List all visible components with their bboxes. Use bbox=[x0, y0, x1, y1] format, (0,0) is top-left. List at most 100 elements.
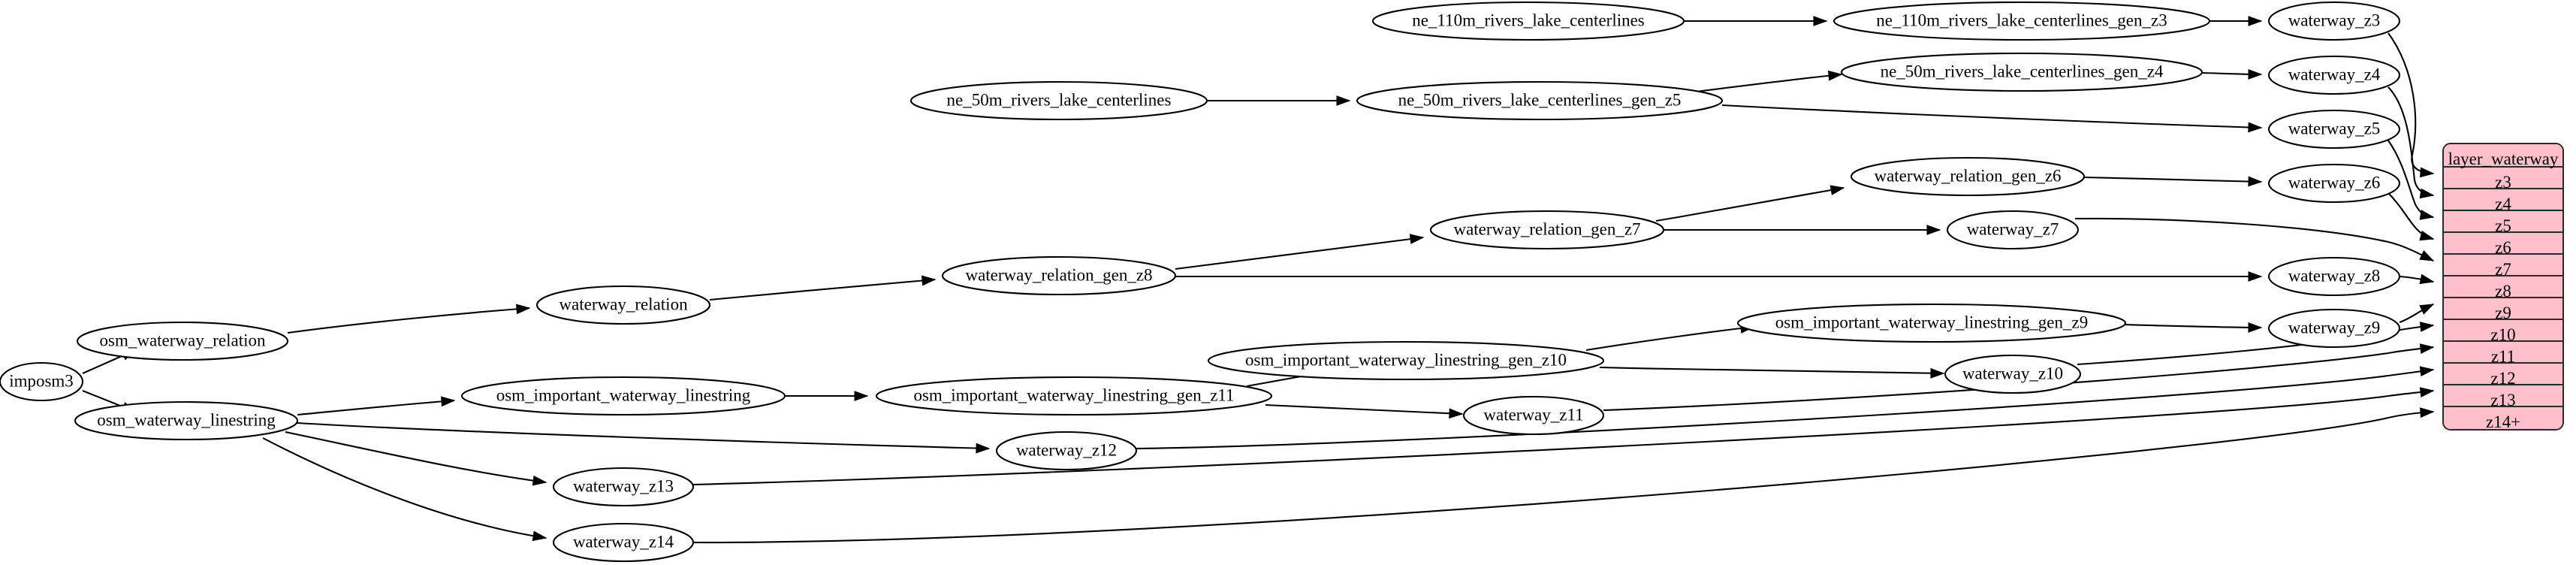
node-label-waterway_z7: waterway_z7 bbox=[1967, 219, 2059, 238]
node-waterway_z3[interactable]: waterway_z3 bbox=[2267, 1, 2401, 41]
legend-row-z13[interactable]: z13 bbox=[2444, 385, 2562, 409]
node-ne_110m_rivers_lake_centerlines[interactable]: ne_110m_rivers_lake_centerlines bbox=[1371, 1, 1685, 41]
legend-row-z11[interactable]: z11 bbox=[2444, 342, 2562, 365]
legend-row-z5[interactable]: z5 bbox=[2444, 211, 2562, 234]
node-label-waterway_z14: waterway_z14 bbox=[573, 532, 674, 551]
node-shape-waterway_z4 bbox=[2267, 55, 2401, 95]
arrowhead-osm_waterway_linestring-to-osm_important_waterway_linestring bbox=[441, 396, 456, 407]
node-ne_50m_rivers_lake_centerlines_gen_z4[interactable]: ne_50m_rivers_lake_centerlines_gen_z4 bbox=[1840, 52, 2203, 92]
node-waterway_z6[interactable]: waterway_z6 bbox=[2267, 163, 2401, 204]
edge-waterway_z14-to-legend_z14 bbox=[692, 410, 2434, 544]
node-shape-waterway_z5 bbox=[2267, 109, 2401, 150]
node-label-waterway_relation_gen_z6: waterway_relation_gen_z6 bbox=[1874, 166, 2061, 185]
node-waterway_z10[interactable]: waterway_z10 bbox=[1944, 354, 2082, 394]
arrowhead-ne_50m_rivers_lake_centerlines_gen_z4-to-waterway_z4 bbox=[2248, 69, 2263, 80]
node-shape-ne_110m_rivers_lake_centerlines bbox=[1371, 1, 1685, 41]
arrowhead-osm_waterway_linestring-to-waterway_z12 bbox=[976, 443, 991, 454]
arrowhead-waterway_relation_gen_z8-to-waterway_z8 bbox=[2248, 271, 2263, 282]
node-label-waterway_z5: waterway_z5 bbox=[2288, 119, 2381, 137]
legend-row-z10[interactable]: z10 bbox=[2444, 320, 2562, 343]
node-shape-osm_waterway_relation bbox=[76, 321, 289, 361]
node-shape-osm_important_waterway_linestring_gen_z10 bbox=[1207, 340, 1605, 381]
arrowhead-waterway_relation_gen_z7-to-waterway_relation_gen_z6 bbox=[1829, 185, 1845, 195]
edge-osm_important_waterway_linestring_gen_z9-to-waterway_z9 bbox=[2123, 323, 2262, 329]
legend-row-z14plus[interactable]: z14+ bbox=[2444, 407, 2562, 429]
node-waterway_z8[interactable]: waterway_z8 bbox=[2267, 256, 2401, 297]
arrowhead-ne_50m_rivers_lake_centerlines-to-ne_50m_rivers_lake_centerlines_gen_z5 bbox=[1336, 95, 1351, 106]
arrowhead-waterway_z11-to-legend_z11 bbox=[2419, 343, 2435, 354]
arrowhead-osm_waterway_relation-to-waterway_relation bbox=[516, 304, 531, 315]
legend-row-z8[interactable]: z8 bbox=[2444, 276, 2562, 300]
node-waterway_z9[interactable]: waterway_z9 bbox=[2267, 308, 2401, 349]
node-label-waterway_z10: waterway_z10 bbox=[1962, 364, 2063, 382]
legend-row-z9[interactable]: z9 bbox=[2444, 298, 2562, 322]
node-osm_waterway_linestring[interactable]: osm_waterway_linestring bbox=[74, 400, 299, 441]
node-label-osm_important_waterway_linestring: osm_important_waterway_linestring bbox=[496, 385, 751, 404]
node-label-waterway_z4: waterway_z4 bbox=[2288, 65, 2381, 83]
node-shape-waterway_z13 bbox=[552, 467, 695, 507]
edge-waterway_relation_gen_z8-to-waterway_relation_gen_z7 bbox=[1175, 236, 1424, 270]
node-osm_waterway_relation[interactable]: osm_waterway_relation bbox=[76, 321, 289, 361]
node-osm_important_waterway_linestring_gen_z9[interactable]: osm_important_waterway_linestring_gen_z9 bbox=[1736, 303, 2127, 343]
node-shape-waterway_z7 bbox=[1946, 210, 2080, 250]
node-osm_important_waterway_linestring[interactable]: osm_important_waterway_linestring bbox=[460, 376, 786, 416]
node-shape-imposm3 bbox=[0, 361, 84, 402]
arrowhead-osm_waterway_linestring-to-waterway_z14 bbox=[532, 530, 547, 542]
node-waterway_z11[interactable]: waterway_z11 bbox=[1462, 395, 1605, 436]
arrowhead-ne_110m_rivers_lake_centerlines_gen_z3-to-waterway_z3 bbox=[2248, 16, 2263, 26]
node-label-osm_waterway_relation: osm_waterway_relation bbox=[100, 331, 266, 349]
node-waterway_z5[interactable]: waterway_z5 bbox=[2267, 109, 2401, 150]
node-waterway_z12[interactable]: waterway_z12 bbox=[995, 431, 1138, 471]
node-label-ne_50m_rivers_lake_centerlines_gen_z4: ne_50m_rivers_lake_centerlines_gen_z4 bbox=[1881, 62, 2164, 80]
arrowhead-waterway_relation-to-waterway_relation_gen_z8 bbox=[921, 275, 937, 286]
node-label-waterway_relation_gen_z8: waterway_relation_gen_z8 bbox=[965, 265, 1152, 284]
arrowhead-waterway_relation_gen_z6-to-waterway_z6 bbox=[2248, 176, 2263, 187]
node-waterway_relation[interactable]: waterway_relation bbox=[535, 285, 711, 325]
node-waterway_z7[interactable]: waterway_z7 bbox=[1946, 210, 2080, 250]
node-shape-ne_50m_rivers_lake_centerlines_gen_z4 bbox=[1840, 52, 2203, 92]
arrowhead-waterway_relation_gen_z7-to-waterway_z7 bbox=[1926, 225, 1941, 235]
node-waterway_relation_gen_z6[interactable]: waterway_relation_gen_z6 bbox=[1850, 156, 2086, 197]
edge-waterway_relation_gen_z6-to-waterway_z6 bbox=[2083, 176, 2262, 183]
node-waterway_z4[interactable]: waterway_z4 bbox=[2267, 55, 2401, 95]
edge-osm_waterway_relation-to-waterway_relation bbox=[287, 307, 530, 334]
node-osm_important_waterway_linestring_gen_z10[interactable]: osm_important_waterway_linestring_gen_z1… bbox=[1207, 340, 1605, 381]
node-label-imposm3: imposm3 bbox=[9, 371, 74, 390]
edge-waterway_z7-to-legend_z7 bbox=[2074, 217, 2434, 261]
nodes-layer: imposm3 osm_waterway_relation osm_waterway… bbox=[0, 1, 2401, 563]
legend-row-z6[interactable]: z6 bbox=[2444, 233, 2562, 256]
node-imposm3[interactable]: imposm3 bbox=[0, 361, 84, 402]
node-osm_important_waterway_linestring_gen_z11[interactable]: osm_important_waterway_linestring_gen_z1… bbox=[875, 376, 1273, 416]
arrowhead-waterway_z9-to-legend_z9 bbox=[2419, 304, 2435, 315]
node-label-waterway_relation: waterway_relation bbox=[559, 295, 688, 313]
node-label-osm_waterway_linestring: osm_waterway_linestring bbox=[97, 410, 276, 429]
node-label-waterway_z8: waterway_z8 bbox=[2288, 266, 2381, 285]
node-label-ne_110m_rivers_lake_centerlines: ne_110m_rivers_lake_centerlines bbox=[1412, 11, 1645, 29]
legend-title: layer_waterway bbox=[2444, 144, 2562, 168]
legend-row-z4[interactable]: z4 bbox=[2444, 189, 2562, 213]
node-label-osm_important_waterway_linestring_gen_z10: osm_important_waterway_linestring_gen_z1… bbox=[1245, 350, 1567, 369]
edge-osm_waterway_linestring-to-waterway_z12 bbox=[297, 421, 990, 450]
legend-row-z3[interactable]: z3 bbox=[2444, 168, 2562, 191]
node-shape-ne_50m_rivers_lake_centerlines bbox=[909, 80, 1208, 121]
node-waterway_relation_gen_z7[interactable]: waterway_relation_gen_z7 bbox=[1429, 210, 1665, 250]
node-shape-osm_important_waterway_linestring bbox=[460, 376, 786, 416]
arrowhead-waterway_z4-to-legend_z4 bbox=[2419, 188, 2435, 199]
arrowhead-ne_50m_rivers_lake_centerlines_gen_z5-to-waterway_z5 bbox=[2248, 122, 2263, 133]
edge-waterway_z3-to-legend_z3 bbox=[2387, 32, 2434, 175]
node-ne_110m_rivers_lake_centerlines_gen_z3[interactable]: ne_110m_rivers_lake_centerlines_gen_z3 bbox=[1832, 1, 2211, 41]
arrowhead-osm_important_waterway_linestring_gen_z9-to-waterway_z9 bbox=[2248, 322, 2263, 333]
node-ne_50m_rivers_lake_centerlines[interactable]: ne_50m_rivers_lake_centerlines bbox=[909, 80, 1208, 121]
node-label-ne_50m_rivers_lake_centerlines_gen_z5: ne_50m_rivers_lake_centerlines_gen_z5 bbox=[1398, 90, 1682, 109]
node-shape-waterway_z14 bbox=[552, 522, 695, 563]
legend-row-z12[interactable]: z12 bbox=[2444, 364, 2562, 387]
node-ne_50m_rivers_lake_centerlines_gen_z5[interactable]: ne_50m_rivers_lake_centerlines_gen_z5 bbox=[1356, 80, 1724, 121]
legend-row-z7[interactable]: z7 bbox=[2444, 255, 2562, 278]
node-waterway_z13[interactable]: waterway_z13 bbox=[552, 467, 695, 507]
node-waterway_relation_gen_z8[interactable]: waterway_relation_gen_z8 bbox=[941, 255, 1177, 296]
node-waterway_z14[interactable]: waterway_z14 bbox=[552, 522, 695, 563]
edge-osm_important_waterway_linestring_gen_z11-to-waterway_z11 bbox=[1265, 403, 1463, 415]
arrowhead-waterway_z10-to-legend_z10 bbox=[2419, 322, 2435, 332]
edge-ne_50m_rivers_lake_centerlines_gen_z5-to-waterway_z5 bbox=[1721, 104, 2262, 129]
node-shape-waterway_z12 bbox=[995, 431, 1138, 471]
